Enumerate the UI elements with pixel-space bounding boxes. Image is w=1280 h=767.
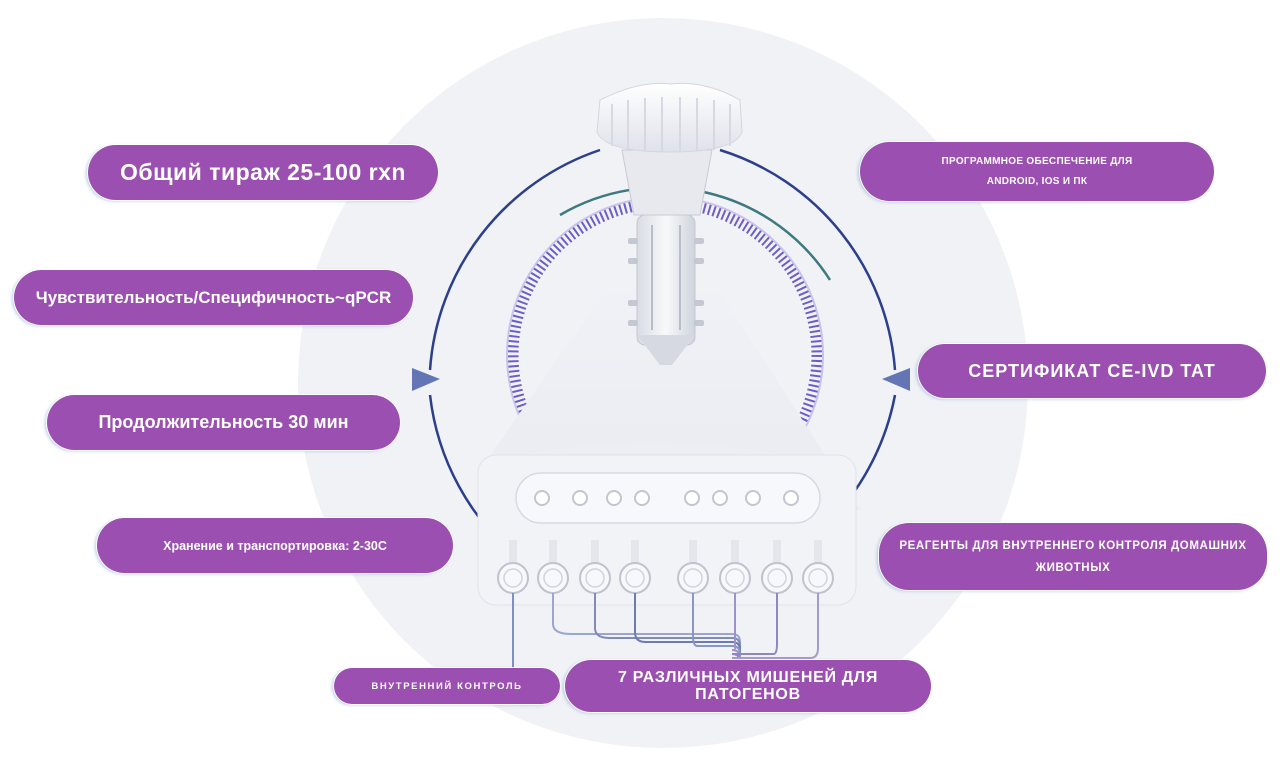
channel-line: [692, 593, 741, 662]
internal-control-pill: ВНУТРЕННИЙ КОНТРОЛЬ: [334, 668, 560, 704]
total-run-label: Общий тираж 25-100 rxn: [120, 159, 406, 185]
storage-pill: Хранение и транспортировка: 2-30С: [97, 518, 453, 573]
chamber-port: [634, 490, 650, 506]
reaction-well-inner: [625, 568, 645, 588]
channel-line: [594, 593, 741, 662]
well-neck: [689, 540, 697, 568]
chamber-port: [684, 490, 700, 506]
duration-label: Продолжительность 30 мин: [98, 412, 349, 432]
well-neck: [773, 540, 781, 568]
well-neck: [591, 540, 599, 568]
outer-ring-left-arc: [428, 148, 601, 371]
well-neck: [631, 540, 639, 568]
targets-pill: 7 РАЗЛИЧНЫХ МИШЕНЕЙ ДЛЯ ПАТОГЕНОВ: [565, 660, 931, 712]
storage-label: Хранение и транспортировка: 2-30С: [163, 538, 387, 553]
reagents-pill: РЕАГЕНТЫ ДЛЯ ВНУТРЕННЕГО КОНТРОЛЯ ДОМАШН…: [879, 523, 1267, 590]
outer-ring-right-arc: [719, 148, 897, 371]
well-neck: [509, 540, 517, 568]
well-neck: [731, 540, 739, 568]
chamber-port: [606, 490, 622, 506]
chamber-port: [534, 490, 550, 506]
reagents-label-line1: РЕАГЕНТЫ ДЛЯ ВНУТРЕННЕГО КОНТРОЛЯ ДОМАШН…: [899, 539, 1247, 552]
tube-cap: [596, 82, 743, 153]
reaction-well-inner: [725, 568, 745, 588]
left-arrow-marker: [412, 368, 440, 391]
duration-pill: Продолжительность 30 мин: [47, 395, 400, 450]
certificate-label: СЕРТИФИКАТ CE-IVD TAT: [968, 360, 1216, 381]
sample-tube: [636, 214, 696, 346]
software-pill: ПРОГРАММНОЕ ОБЕСПЕЧЕНИЕ ДЛЯ ANDROID, IOS…: [860, 142, 1214, 201]
reagents-label-line2: ЖИВОТНЫХ: [1035, 561, 1111, 574]
sensitivity-pill: Чувствительность/Специфичность~qPCR: [14, 270, 413, 325]
channel-line: [634, 593, 741, 662]
software-label-line2: ANDROID, IOS И ПК: [986, 175, 1088, 187]
reaction-well: [537, 562, 569, 594]
reaction-well: [497, 562, 529, 594]
reaction-well: [719, 562, 751, 594]
well-neck: [549, 540, 557, 568]
chamber-port: [712, 490, 728, 506]
chamber-port: [783, 490, 799, 506]
total-run-pill: Общий тираж 25-100 rxn: [88, 145, 438, 200]
certificate-pill: СЕРТИФИКАТ CE-IVD TAT: [918, 344, 1266, 398]
channel-line: [552, 593, 741, 662]
reaction-well-inner: [503, 568, 523, 588]
reaction-well-inner: [543, 568, 563, 588]
chamber-strip: [515, 472, 821, 524]
sensitivity-label: Чувствительность/Специфичность~qPCR: [35, 287, 392, 307]
reaction-well-inner: [808, 568, 828, 588]
software-label-line1: ПРОГРАММНОЕ ОБЕСПЕЧЕНИЕ ДЛЯ: [941, 155, 1133, 167]
reaction-well-inner: [683, 568, 703, 588]
reaction-wells: [497, 490, 834, 594]
reaction-well: [579, 562, 611, 594]
chamber-port: [572, 490, 588, 506]
reaction-well: [761, 562, 793, 594]
right-arrow-marker: [882, 368, 910, 391]
reaction-well-inner: [585, 568, 605, 588]
teal-arc: [559, 186, 832, 281]
well-neck: [814, 540, 822, 568]
reaction-well: [677, 562, 709, 594]
internal-control-label: ВНУТРЕННИЙ КОНТРОЛЬ: [371, 680, 523, 692]
chamber-port: [745, 490, 761, 506]
reaction-well: [802, 562, 834, 594]
reaction-well: [619, 562, 651, 594]
targets-label: 7 РАЗЛИЧНЫХ МИШЕНЕЙ ДЛЯ ПАТОГЕНОВ: [617, 669, 879, 703]
reaction-well-inner: [767, 568, 787, 588]
